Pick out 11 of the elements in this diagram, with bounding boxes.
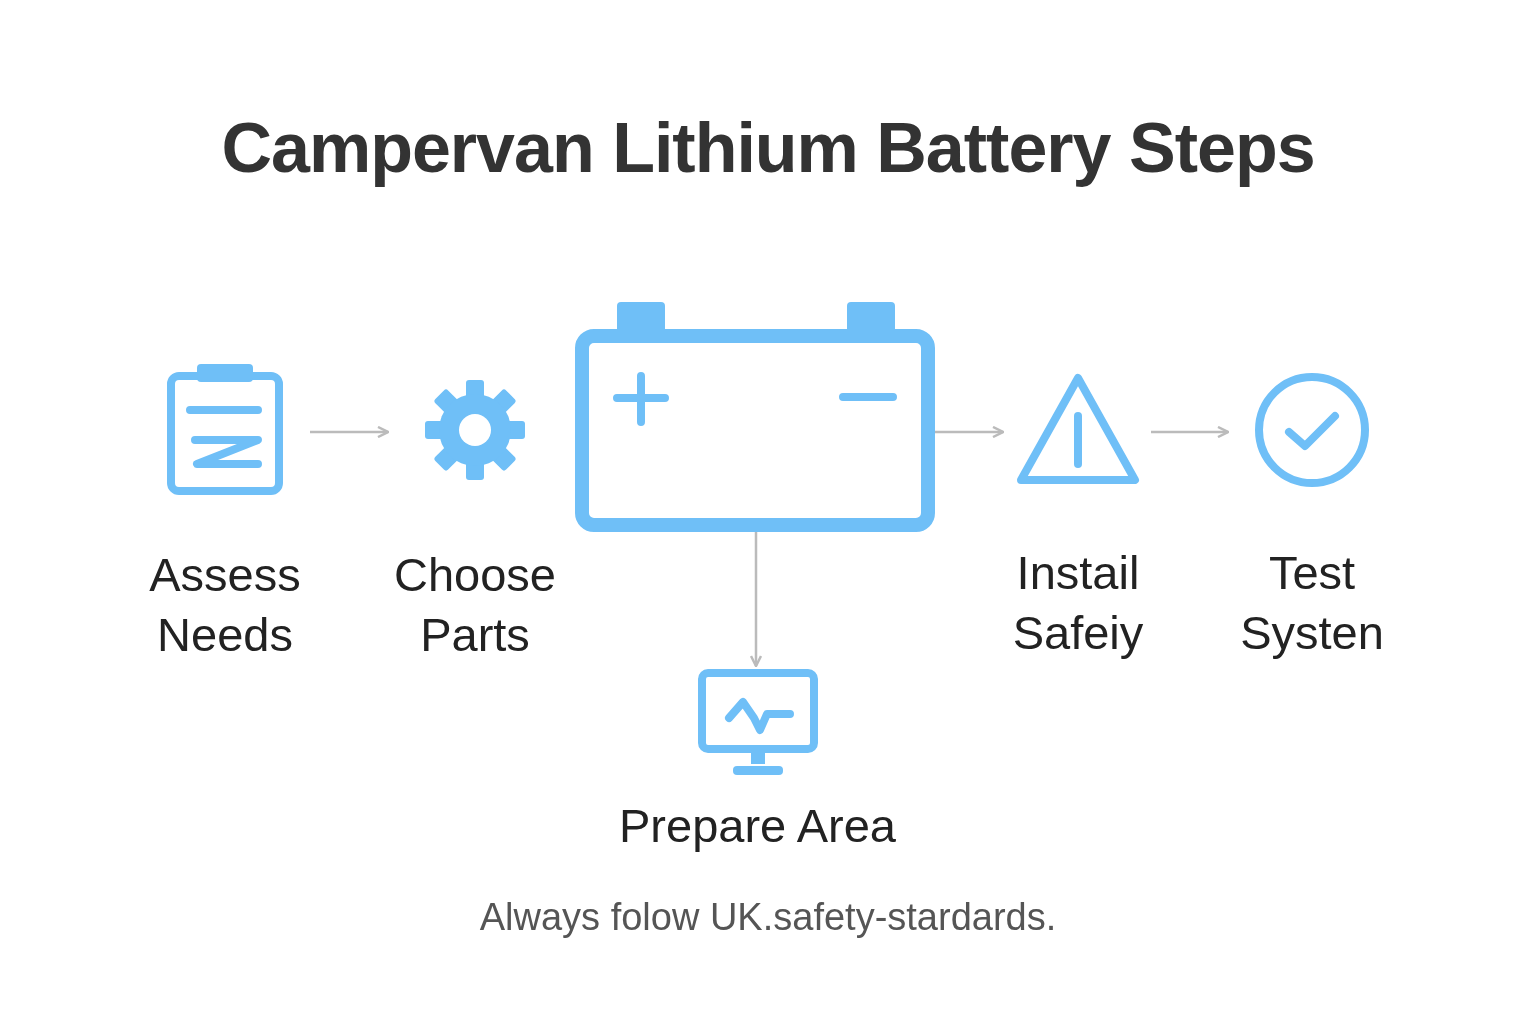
arrow (935, 425, 1005, 439)
step-label: Test Systen (1239, 545, 1385, 661)
title: Campervan Lithium Battery Steps (220, 108, 1316, 188)
arrow (1151, 425, 1230, 439)
arrow (749, 532, 763, 668)
arrow (310, 425, 390, 439)
step-label: Choose Parts (393, 547, 557, 663)
step-label: Instail Safeiy (1011, 545, 1145, 661)
step-label: Assess Needs (148, 547, 302, 663)
footnote: Always folow UK.safety-stardards. (478, 896, 1058, 939)
step-label: Prepare Area (619, 798, 896, 854)
